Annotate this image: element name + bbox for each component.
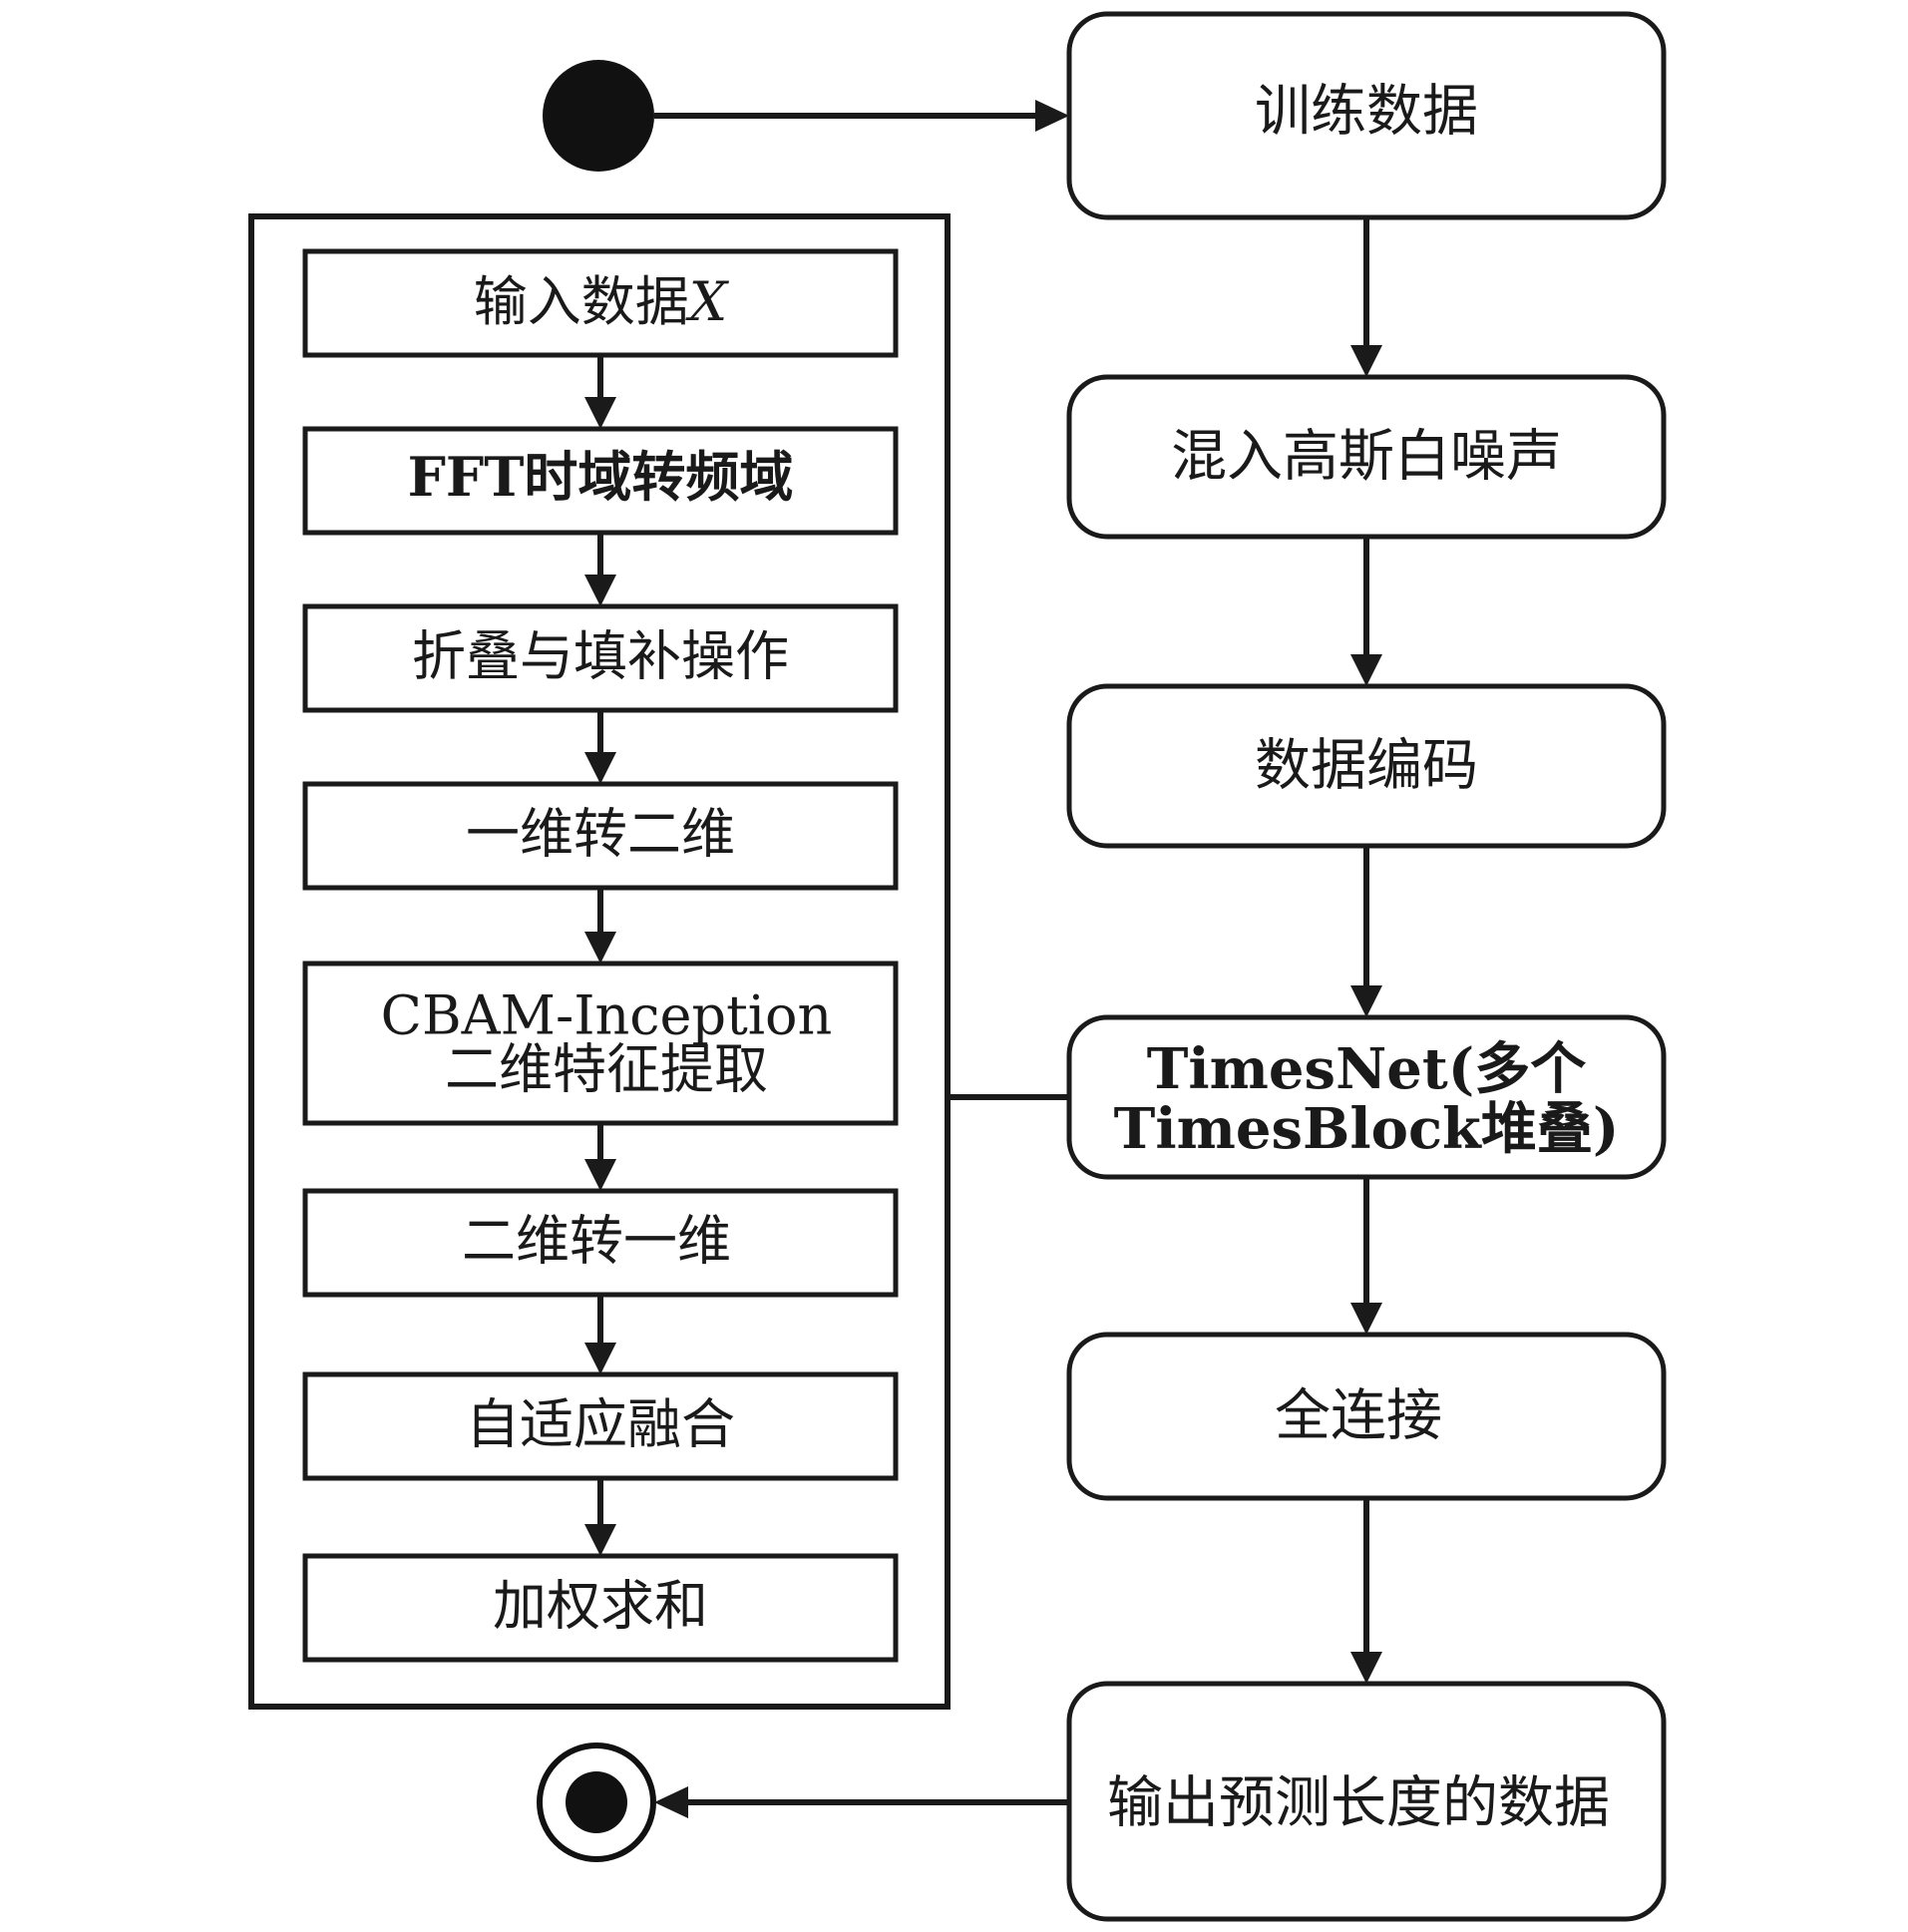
step-1d-to-2d-label: 一维转二维 xyxy=(466,803,735,866)
node-training-data: 训练数据 xyxy=(1066,11,1667,220)
edge-fusion-to-sum xyxy=(584,1478,616,1556)
edge-cbam-to-1d xyxy=(584,1123,616,1191)
step-2d-to-1d-label: 二维转一维 xyxy=(462,1210,731,1273)
node-data-encoding: 数据编码 xyxy=(1066,683,1667,849)
step-fft: FFT时域转频域 xyxy=(302,426,899,536)
edge-start-to-training xyxy=(654,100,1069,132)
start-node xyxy=(543,60,654,172)
node-fully-connected-label: 全连接 xyxy=(1275,1384,1442,1449)
edge-fc-to-output xyxy=(1350,1498,1382,1684)
node-output-prediction-label: 输出预测长度的数据 xyxy=(1107,1771,1610,1836)
inner-edges xyxy=(584,355,616,1556)
edge-fft-to-fold xyxy=(584,533,616,606)
step-cbam-label-line2: 二维特征提取 xyxy=(445,1038,768,1101)
edge-1d-to-fusion xyxy=(584,1295,616,1374)
node-timesnet-label-line2: TimesBlock堆叠) xyxy=(1114,1096,1620,1162)
node-timesnet-label-line1: TimesNet(多个 xyxy=(1147,1036,1587,1102)
step-fold-pad-label: 折叠与填补操作 xyxy=(412,625,789,688)
edge-noise-to-encoding xyxy=(1350,537,1382,686)
edge-input-to-fft xyxy=(584,355,616,429)
step-weighted-sum: 加权求和 xyxy=(302,1553,899,1663)
end-node xyxy=(537,1742,656,1862)
step-1d-to-2d: 一维转二维 xyxy=(302,781,899,891)
edge-timesnet-to-fc xyxy=(1350,1177,1382,1335)
node-timesnet: TimesNet(多个 TimesBlock堆叠) xyxy=(1066,1014,1667,1180)
edge-encoding-to-timesnet xyxy=(1350,846,1382,1017)
step-input-data: 输入数据X xyxy=(302,248,899,358)
step-cbam-inception: CBAM-Inception 二维特征提取 xyxy=(302,961,899,1126)
node-data-encoding-label: 数据编码 xyxy=(1255,734,1478,799)
node-add-noise: 混入高斯白噪声 xyxy=(1066,374,1667,540)
step-weighted-sum-label: 加权求和 xyxy=(493,1575,708,1638)
step-adaptive-fusion: 自适应融合 xyxy=(302,1371,899,1481)
edge-output-to-end xyxy=(654,1786,1069,1818)
step-fft-label: FFT时域转频域 xyxy=(408,445,794,509)
step-2d-to-1d: 二维转一维 xyxy=(302,1188,899,1298)
edge-2d-to-cbam xyxy=(584,888,616,964)
step-adaptive-fusion-label: 自适应融合 xyxy=(466,1393,735,1456)
node-fully-connected: 全连接 xyxy=(1066,1332,1667,1501)
edge-training-to-noise xyxy=(1350,217,1382,377)
step-fold-pad: 折叠与填补操作 xyxy=(302,603,899,713)
node-training-data-label: 训练数据 xyxy=(1255,80,1478,145)
node-add-noise-label: 混入高斯白噪声 xyxy=(1171,425,1562,490)
timesblock-frame xyxy=(248,213,951,1710)
step-input-data-label: 输入数据X xyxy=(474,270,730,333)
edge-fold-to-2d xyxy=(584,710,616,784)
step-cbam-label-line1: CBAM-Inception xyxy=(381,984,833,1047)
node-output-prediction: 输出预测长度的数据 xyxy=(1066,1681,1667,1922)
